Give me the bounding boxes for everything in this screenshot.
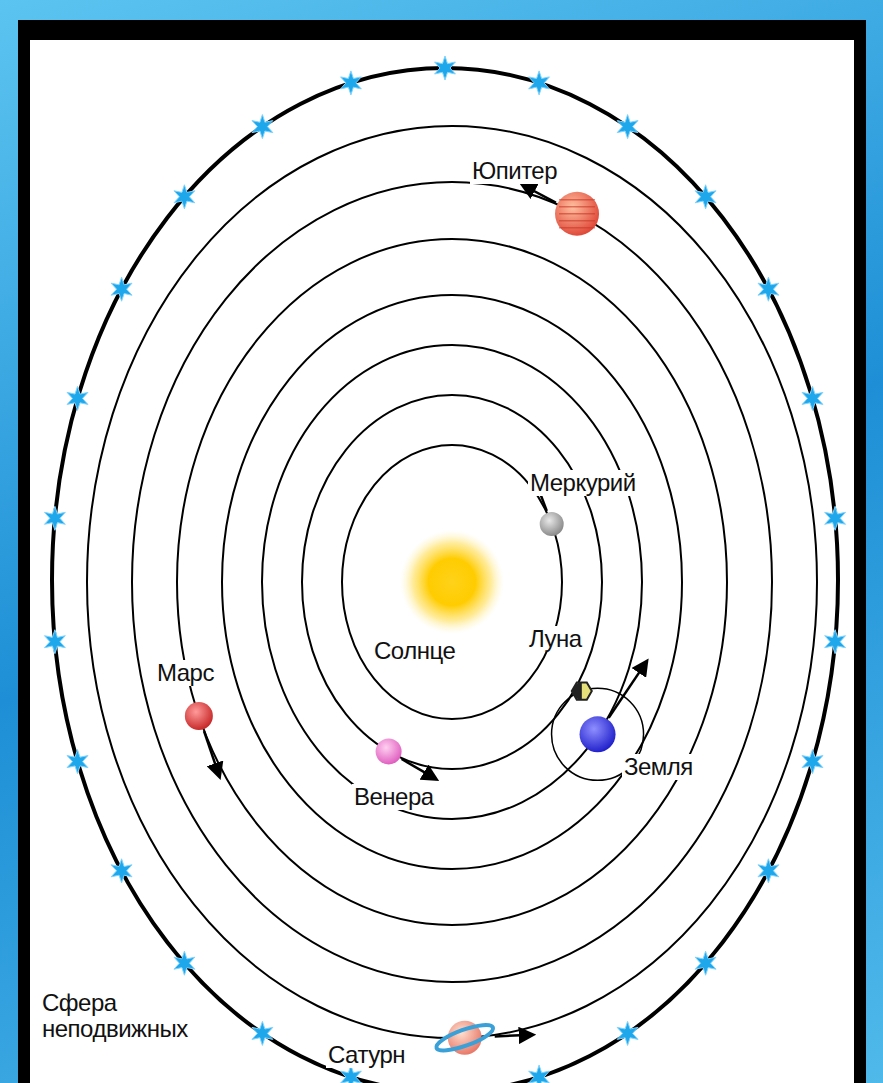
star: [252, 115, 273, 139]
star: [617, 1021, 638, 1045]
jupiter-band: [559, 220, 595, 222]
orbits: [52, 68, 838, 1083]
motion-arrow: [402, 759, 437, 779]
star: [45, 506, 66, 530]
star: [802, 386, 823, 410]
orbit: [177, 239, 727, 925]
motion-arrow: [522, 185, 556, 203]
star: [617, 115, 638, 139]
sphere-label: Сфера неподвижных: [40, 990, 194, 1043]
body-label: Марс: [155, 660, 216, 686]
star: [67, 386, 88, 410]
star: [802, 750, 823, 774]
body-label: Сатурн: [326, 1042, 407, 1068]
star: [435, 56, 456, 80]
moon: [572, 683, 592, 700]
star: [45, 630, 66, 654]
orbit: [262, 345, 642, 819]
star: [758, 277, 779, 301]
star: [67, 750, 88, 774]
star: [825, 630, 846, 654]
body-label: Меркурий: [528, 470, 638, 496]
jupiter-band: [559, 227, 595, 229]
star: [174, 185, 195, 209]
orbit: [132, 182, 772, 982]
body-label: Солнце: [372, 638, 457, 664]
sphere-of-fixed-stars: [52, 68, 838, 1083]
star: [111, 859, 132, 883]
mars: [185, 702, 213, 730]
jupiter: [555, 192, 599, 236]
star: [111, 277, 132, 301]
body-label: Юпитер: [470, 158, 559, 184]
jupiter-band: [559, 199, 595, 201]
orbit: [222, 295, 682, 869]
star: [695, 185, 716, 209]
venus: [376, 738, 402, 764]
orbit: [87, 126, 817, 1038]
star: [825, 506, 846, 530]
motion-arrow: [495, 1035, 533, 1037]
jupiter-band: [559, 206, 595, 208]
body-label: Венера: [352, 784, 436, 810]
jupiter-band: [559, 213, 595, 215]
mercury: [540, 512, 564, 536]
body-label: Земля: [622, 754, 695, 780]
motion-arrow: [609, 661, 647, 717]
moon-shadow: [573, 682, 582, 700]
star: [341, 71, 362, 95]
star: [695, 951, 716, 975]
planets: [185, 185, 647, 1056]
star: [252, 1021, 273, 1045]
body-label: Луна: [527, 626, 584, 652]
star: [174, 951, 195, 975]
star: [758, 859, 779, 883]
fixed-stars: [45, 56, 846, 1083]
earth: [580, 716, 616, 752]
motion-arrow: [204, 731, 219, 776]
sun: [400, 530, 504, 634]
star: [529, 71, 550, 95]
saturn-ring: [434, 1020, 496, 1056]
star: [529, 1065, 550, 1083]
